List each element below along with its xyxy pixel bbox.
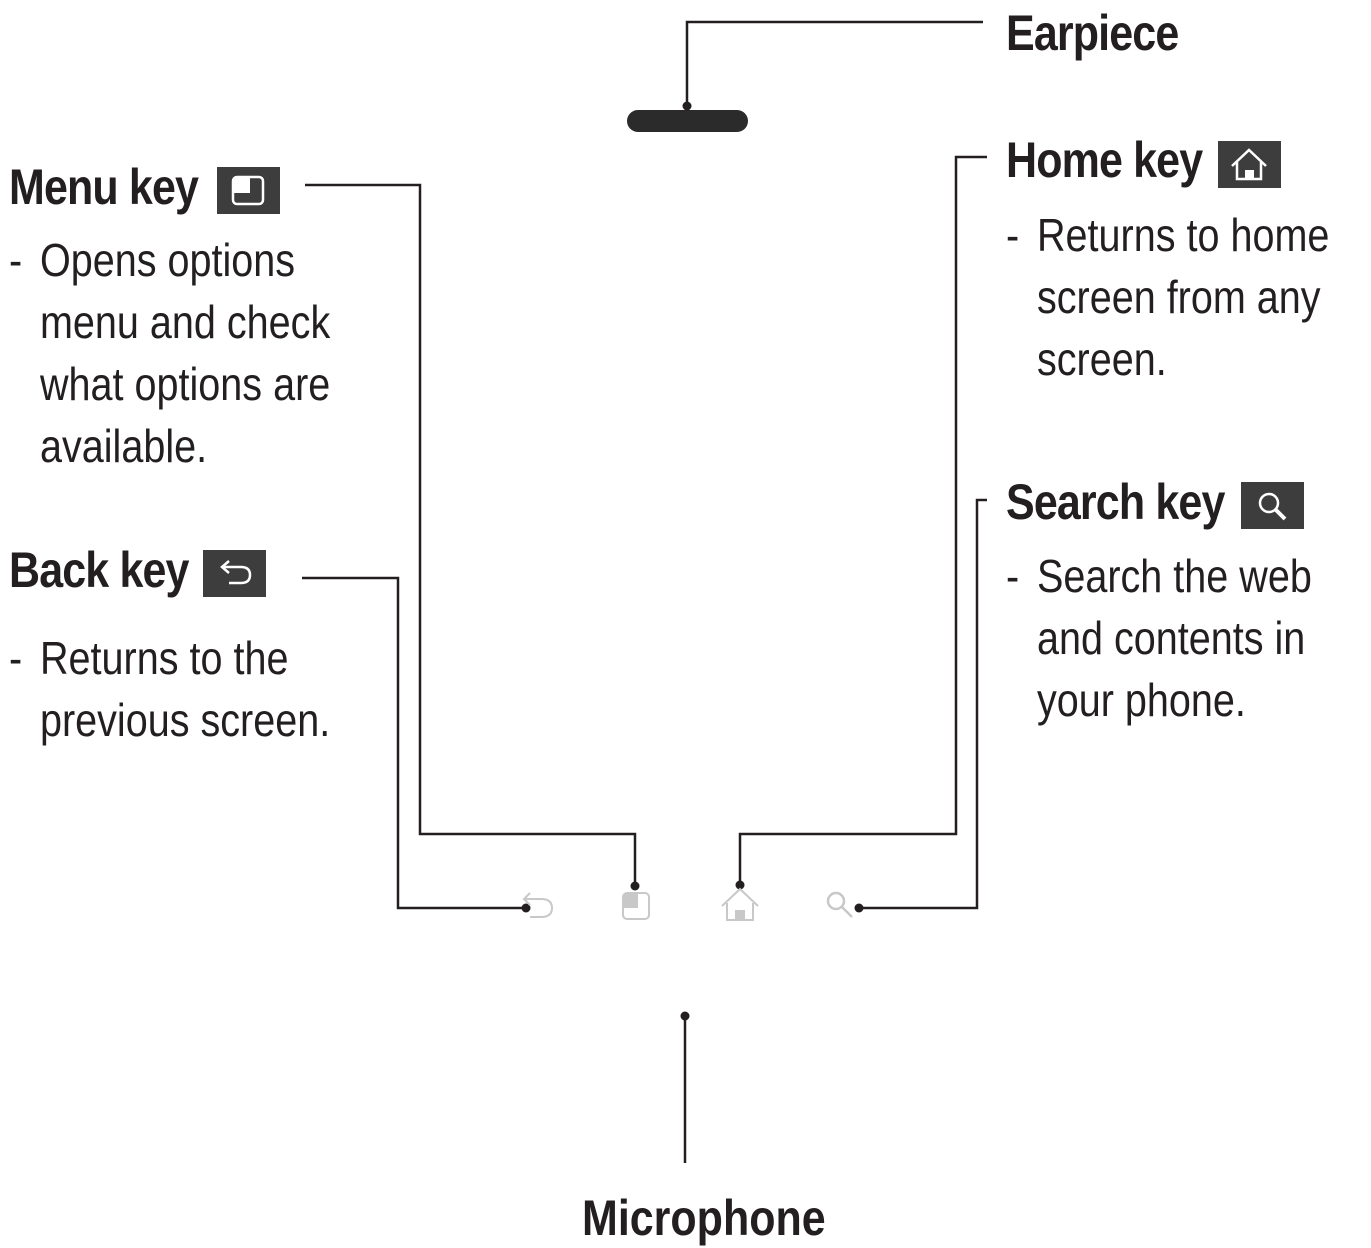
- description-line: screen from any: [1036, 271, 1321, 323]
- home-key-dot: [735, 880, 745, 890]
- bullet-dash: -: [9, 234, 23, 286]
- phone-search-key-icon: [826, 891, 853, 918]
- microphone-label: Microphone: [582, 1190, 826, 1246]
- menu-key-leader: [305, 183, 637, 886]
- description-line: your phone.: [1036, 674, 1246, 726]
- search-key-dot: [854, 903, 864, 913]
- description-line: previous screen.: [39, 694, 331, 746]
- bullet-dash: -: [9, 632, 23, 684]
- description-line: Returns to home: [1036, 209, 1330, 261]
- description-line: Search the web: [1036, 550, 1312, 602]
- description-line: Opens options: [39, 234, 296, 286]
- menu-key-badge: [217, 167, 280, 214]
- bullet-dash: -: [1006, 209, 1020, 261]
- phone-back-key-icon: [522, 892, 554, 918]
- home-key-leader: [738, 155, 987, 885]
- back-key-dot: [521, 903, 531, 913]
- earpiece-leader: [685, 20, 983, 106]
- phone-menu-key-icon: [622, 892, 650, 920]
- menu-key-title: Menu key: [9, 159, 199, 215]
- back-arrow-icon: [220, 560, 252, 585]
- menu-key-dot: [630, 881, 640, 891]
- phone-home-key-icon: [721, 887, 759, 921]
- description-line: screen.: [1036, 333, 1167, 385]
- description-line: available.: [39, 420, 208, 472]
- home-key-badge: [1218, 141, 1281, 188]
- earpiece-label: Earpiece: [1006, 5, 1179, 61]
- back-key-title: Back key: [9, 542, 189, 598]
- menu-icon: [231, 175, 265, 206]
- description-line: and contents in: [1036, 612, 1306, 664]
- search-key-leader: [859, 498, 987, 910]
- description-line: menu and check: [39, 296, 331, 348]
- description-line: Returns to the: [39, 632, 289, 684]
- microphone-dot: [680, 1011, 690, 1021]
- search-key-badge: [1241, 482, 1304, 529]
- back-key-leader: [302, 576, 526, 910]
- home-key-title: Home key: [1006, 132, 1203, 188]
- search-key-title: Search key: [1006, 474, 1225, 530]
- earpiece-slot: [627, 110, 748, 132]
- home-icon: [1231, 148, 1267, 181]
- earpiece-dot: [682, 101, 692, 111]
- back-key-badge: [203, 550, 266, 597]
- description-line: what options are: [39, 358, 331, 410]
- bullet-dash: -: [1006, 550, 1020, 602]
- search-icon: [1258, 492, 1287, 521]
